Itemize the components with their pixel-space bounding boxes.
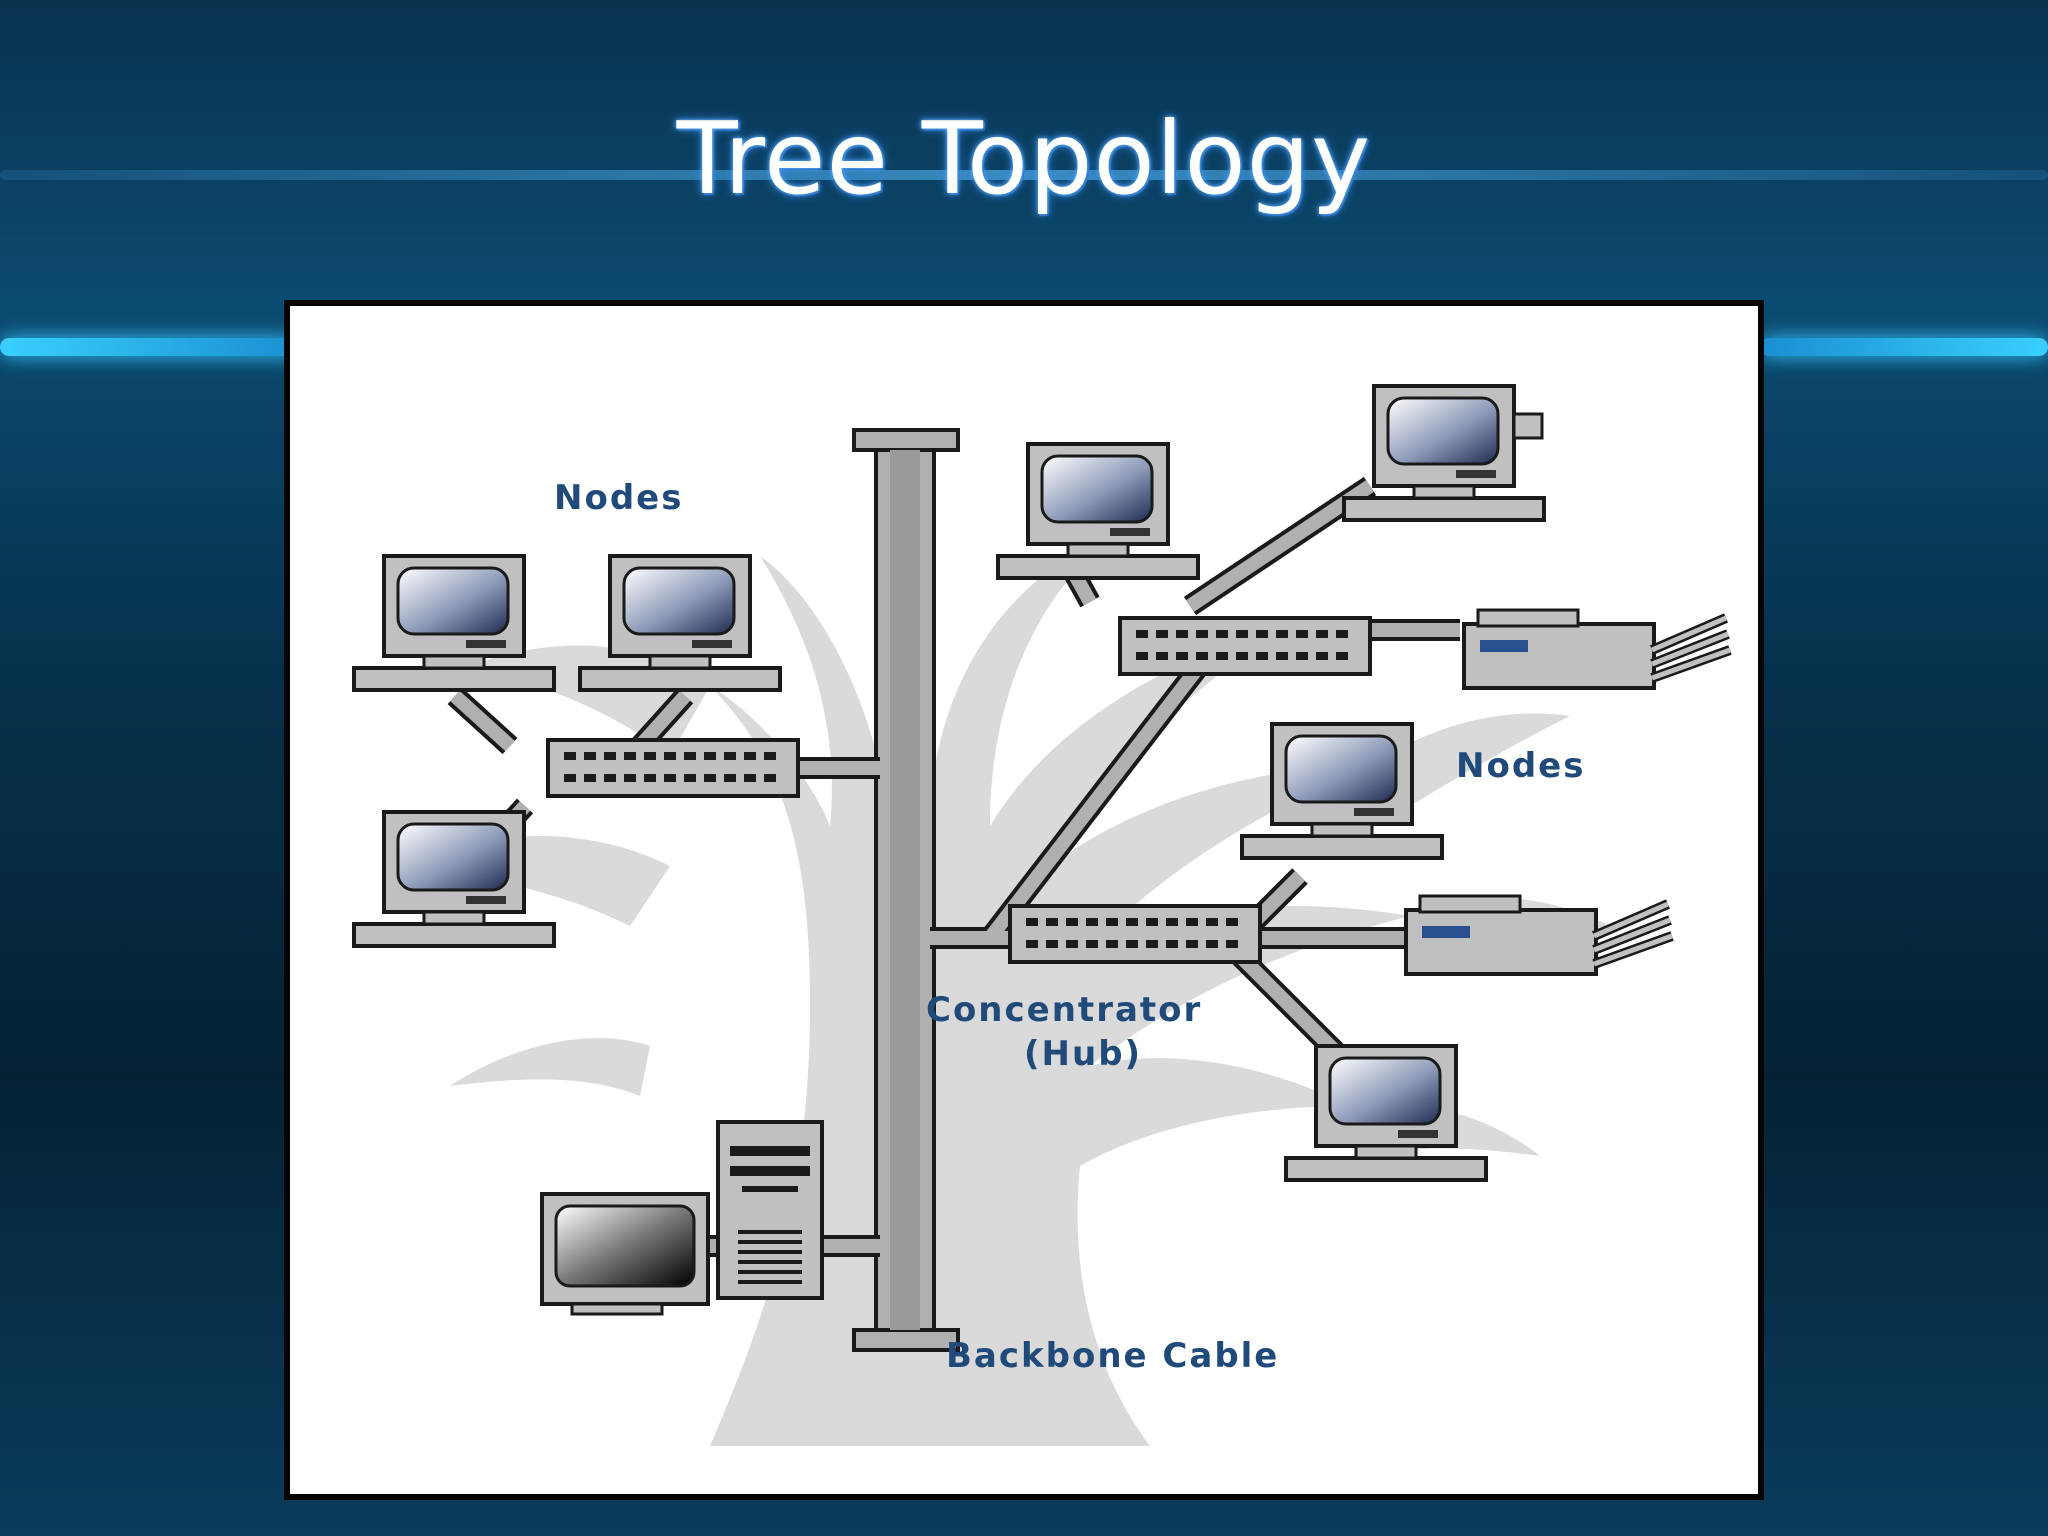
- server-workstation: [540, 1120, 824, 1316]
- label-hub: (Hub): [1024, 1034, 1143, 1074]
- right-node-4: [1284, 1044, 1488, 1182]
- diagram-panel: Nodes Nodes Concentrator (Hub) Backbone …: [284, 300, 1764, 1500]
- right-node-3: [1240, 722, 1444, 860]
- label-nodes-left: Nodes: [554, 478, 684, 518]
- label-nodes-right: Nodes: [1456, 746, 1586, 786]
- bg-streak-left: [0, 338, 300, 356]
- concentrator-hub: [1008, 904, 1262, 964]
- tree-topology-diagram: [352, 384, 1758, 1446]
- label-backbone-cable: Backbone Cable: [946, 1336, 1280, 1376]
- left-hub: [546, 738, 800, 798]
- right-upper-hub: [1118, 616, 1372, 676]
- left-node-1: [352, 554, 556, 692]
- bg-streak-right: [1760, 338, 2048, 356]
- label-concentrator: Concentrator: [926, 990, 1203, 1030]
- backbone-cable: [852, 428, 960, 1352]
- right-node-2: [1342, 384, 1546, 522]
- printer-upper: [1464, 610, 1730, 688]
- right-node-1: [996, 442, 1200, 580]
- left-node-3: [352, 810, 556, 948]
- left-node-2: [578, 554, 782, 692]
- slide-title: Tree Topology: [676, 100, 1372, 217]
- bg-streak-top: [0, 170, 2048, 180]
